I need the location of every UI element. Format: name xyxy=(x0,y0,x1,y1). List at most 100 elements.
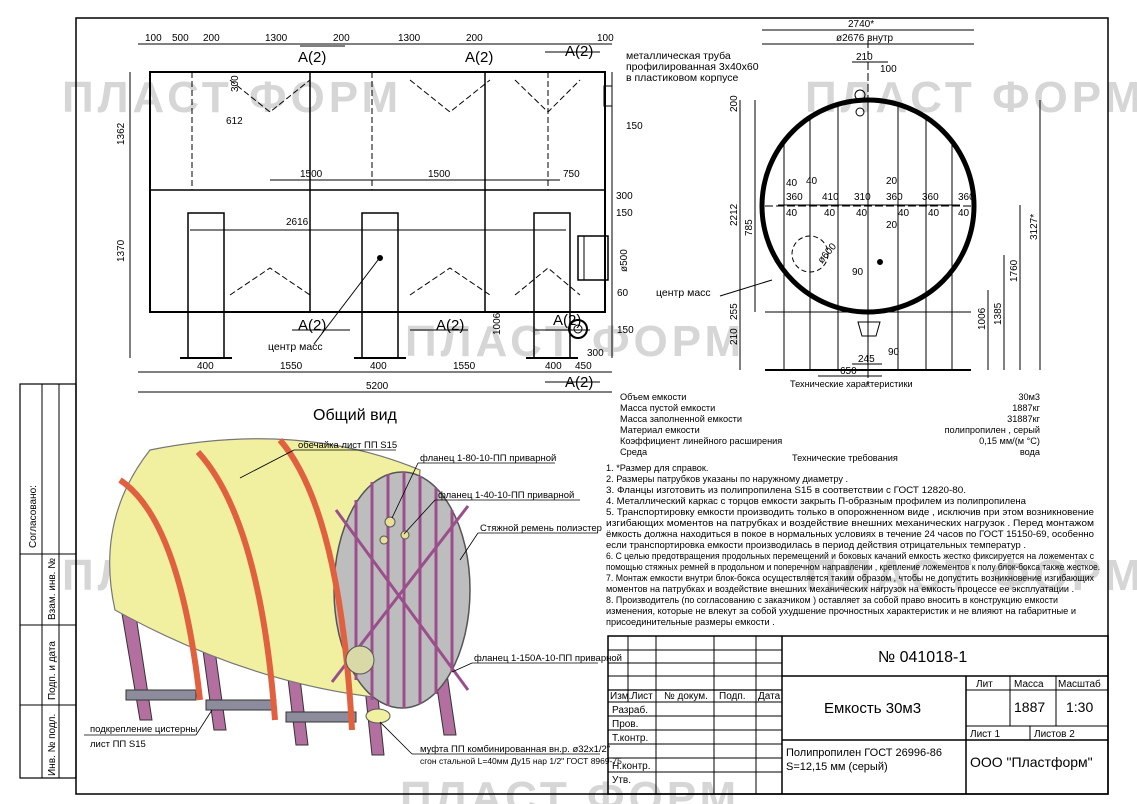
dim-label: 40 xyxy=(898,208,910,219)
dim-label: 255 xyxy=(729,303,740,320)
tech-characteristics: Технические характеристики Объем емкости… xyxy=(620,379,1041,457)
dim-label: 40 xyxy=(928,208,940,219)
tech-char-name: Коэффициент линейного расширения xyxy=(620,436,782,446)
col-header: Подп. xyxy=(719,691,746,702)
callout-label: лист ПП S15 xyxy=(90,739,146,750)
dim-label: 100 xyxy=(145,33,162,44)
title-block-text: № 041018-1 Изм. Лист № докум. Подп. Дата… xyxy=(610,649,1101,786)
side-label-signature: Подп. и дата xyxy=(47,641,58,700)
dim-label: 612 xyxy=(226,116,243,127)
dim-label: 1006 xyxy=(977,307,988,330)
dim-label: 1006 xyxy=(492,312,503,335)
dim-label: 300 xyxy=(587,348,604,359)
role-label: Н.контр. xyxy=(612,761,651,772)
general-view-title: Общий вид xyxy=(313,407,398,424)
role-label: Пров. xyxy=(612,719,638,730)
dim-label: 750 xyxy=(563,169,580,180)
pipe-note: в пластиковом корпусе xyxy=(626,72,739,84)
watermark-layer: ПЛАСТ ФОРМ ПЛАСТ ФОРМ ПЛАСТ ФОРМ ПЛАСТ Ф… xyxy=(62,73,1137,804)
scale-value: 1:30 xyxy=(1066,699,1093,715)
dim-label: 785 xyxy=(744,219,755,236)
title-block xyxy=(607,635,1109,795)
tech-req-line: 3. Фланцы изготовить из полипропилена S1… xyxy=(606,485,966,495)
scale-label: Масштаб xyxy=(1058,678,1101,690)
dim-label: 150 xyxy=(616,208,633,219)
tech-req-line: 8. Производитель (по согласованию с зака… xyxy=(606,595,1058,605)
dim-label: 100 xyxy=(880,64,897,75)
dim-label: 245 xyxy=(858,354,875,365)
side-view xyxy=(719,29,1041,384)
callout-label: фланец 1-40-10-ПП приварной xyxy=(438,490,574,501)
tech-char-name: Объем емкости xyxy=(620,392,686,402)
dim-label: 1500 xyxy=(428,169,451,180)
dim-label: 2212 xyxy=(729,203,740,226)
section-mark: A(2) xyxy=(565,43,593,60)
dim-label: 40 xyxy=(786,208,798,219)
side-label-agreed: Согласовано: xyxy=(28,485,39,548)
dim-label: 40 xyxy=(806,176,818,187)
col-header: Дата xyxy=(758,691,781,702)
callout-label: фланец 1-150А-10-ПП приварной xyxy=(474,653,622,664)
tech-req-line: 7. Монтаж емкости внутри блок-бокса осущ… xyxy=(606,573,1094,583)
tech-char-value: 30м3 xyxy=(1018,392,1040,402)
section-mark: A(2) xyxy=(298,317,326,334)
product-name: Емкость 30м3 xyxy=(824,700,921,717)
tech-char-value: 1887кг xyxy=(1012,403,1040,413)
front-view xyxy=(129,43,613,393)
tech-req-line: присоединительные размеры емкости . xyxy=(606,617,775,627)
callout-label: Стяжной ремень полиэстер xyxy=(480,523,602,534)
role-label: Разраб. xyxy=(612,704,648,716)
dim-label: 150 xyxy=(617,325,634,336)
dim-label: 20 xyxy=(886,176,898,187)
dim-label: 1300 xyxy=(265,33,288,44)
dim-label: 400 xyxy=(545,361,562,372)
isometric-callouts: обечайка лист ПП S15 фланец 1-80-10-ПП п… xyxy=(84,440,622,766)
dim-label: 1385 xyxy=(993,302,1004,325)
col-header: № докум. xyxy=(664,691,708,702)
center-mass-label: центр масс xyxy=(268,341,323,353)
tech-char-value: полипропилен , серый xyxy=(945,425,1040,435)
role-label: Т.контр. xyxy=(612,733,648,744)
callout-label: подкрепление цистерны xyxy=(90,724,197,735)
callout-label: фланец 1-80-10-ПП приварной xyxy=(420,453,556,464)
dim-label: 40 xyxy=(824,208,836,219)
watermark-text: ПЛАСТ ФОРМ xyxy=(805,551,1137,600)
side-label-replace: Взам. инв. № xyxy=(47,558,58,620)
tech-char-name: Материал емкости xyxy=(620,425,700,435)
dim-label: 360 xyxy=(958,192,975,203)
tech-req-line: 4. Металлический каркас с торцов емкости… xyxy=(606,496,1027,506)
dim-label: 500 xyxy=(172,33,189,44)
dim-label: 2616 xyxy=(286,217,309,228)
watermark-text: ПЛАСТ ФОРМ xyxy=(805,73,1137,122)
dim-label: 400 xyxy=(197,361,214,372)
dim-label: 5200 xyxy=(366,381,389,392)
sheet-number: Лист 1 xyxy=(970,729,1001,740)
tech-char-name: Среда xyxy=(620,447,648,457)
tech-req-line: 6. С целью предотвращения продольных пер… xyxy=(606,551,1094,561)
tech-char-value: 31887кг xyxy=(1007,414,1041,424)
dim-label: 40 xyxy=(856,208,868,219)
tech-req-line: изгибающих моментов на патрубках и возде… xyxy=(606,518,1094,528)
company-name: ООО "Пластформ" xyxy=(970,754,1093,770)
dim-label: 100 xyxy=(597,33,614,44)
section-mark: A(2) xyxy=(565,374,593,391)
dim-label: 1760 xyxy=(1009,259,1020,282)
dim-label: 410 xyxy=(822,192,839,203)
dim-label: ø600 xyxy=(816,241,839,266)
watermark-text: ПЛАСТ ФОРМ xyxy=(62,73,402,122)
dim-label: 210 xyxy=(856,52,873,63)
pipe-note: профилированная 3х40х60 xyxy=(626,61,759,73)
sheet-count: Листов 2 xyxy=(1034,729,1075,740)
dim-label: 300 xyxy=(230,75,241,92)
watermark-text: ПЛАСТ ФОРМ xyxy=(400,773,740,804)
section-mark: A(2) xyxy=(436,317,464,334)
pipe-note: металлическая труба xyxy=(626,50,731,62)
dim-label: 1362 xyxy=(116,122,127,145)
dim-label: 60 xyxy=(617,288,629,299)
tech-req-line: 2. Размеры патрубков указаны по наружном… xyxy=(606,474,848,484)
side-label-inventory: Инв. № подл. xyxy=(47,714,58,776)
dim-label: ø2676 внутр xyxy=(836,33,894,44)
section-mark: A(2) xyxy=(553,312,581,329)
dim-label: 360 xyxy=(786,192,803,203)
tech-char-name: Масса пустой емкости xyxy=(620,403,715,413)
